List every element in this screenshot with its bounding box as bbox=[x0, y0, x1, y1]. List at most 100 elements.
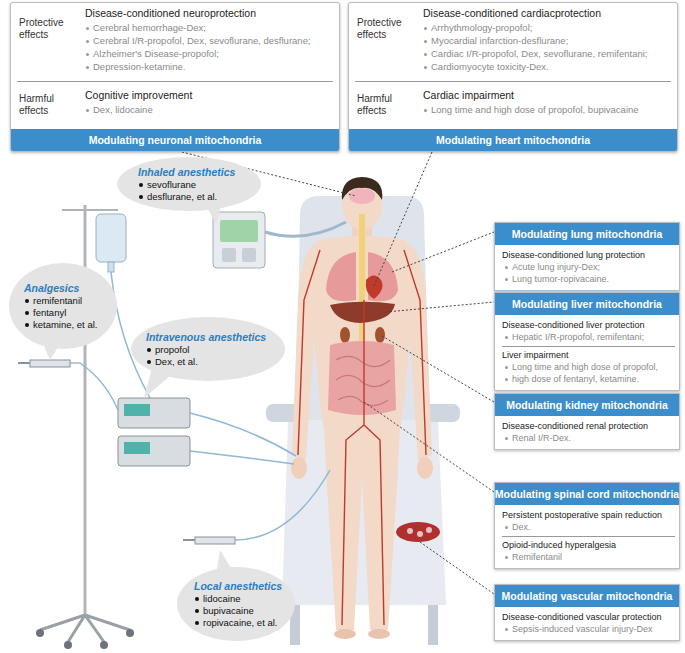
list-row: Lung tumor-ropivacaine. bbox=[502, 273, 675, 285]
section-heading: Disease-conditioned renal protection bbox=[502, 420, 675, 432]
organs-part bbox=[407, 528, 413, 534]
patient-body-part bbox=[406, 242, 432, 460]
list-item: Dex. bbox=[512, 522, 531, 532]
list-row: Sepsis-induced vascular injury-Dex bbox=[502, 623, 675, 635]
leader-lines-part bbox=[420, 542, 494, 594]
bubble-ellipse bbox=[117, 157, 261, 211]
bubble-shape bbox=[8, 262, 118, 350]
organ-panel: Disease-conditioned lung protectionAcute… bbox=[494, 222, 680, 291]
chair-part bbox=[428, 605, 438, 645]
organs-part bbox=[330, 302, 395, 323]
list-row: high dose of fentanyl, ketamine. bbox=[502, 373, 675, 385]
header-band: Modulating vascular mitochondria bbox=[495, 585, 679, 607]
list-row: Renal I/R-Dex. bbox=[502, 432, 675, 444]
leader-lines-part bbox=[382, 336, 494, 402]
list-row: Remifentanil bbox=[502, 551, 675, 563]
list-item: Acute lung injury-Dex; bbox=[512, 262, 600, 272]
section-heading: Disease-conditioned vascular protection bbox=[502, 611, 675, 623]
bullet-dot bbox=[86, 109, 89, 112]
bullet-dot bbox=[505, 378, 508, 381]
bubble-row: ketamine, et al. bbox=[24, 319, 118, 331]
bubble-ellipse bbox=[177, 567, 295, 641]
band-title: Modulating vascular mitochondria bbox=[502, 590, 673, 602]
organs-part bbox=[340, 327, 350, 343]
patient-body-part bbox=[334, 629, 356, 639]
effect-label: Harmful effects bbox=[357, 93, 417, 117]
patient-body-part bbox=[324, 428, 400, 630]
syringes-part bbox=[30, 360, 70, 367]
drug-name: bupivacaine bbox=[203, 605, 254, 616]
bubble-row: bupivacaine bbox=[194, 605, 296, 617]
iv-pole-part bbox=[100, 641, 108, 649]
organs-part bbox=[328, 341, 396, 415]
band-title: Modulating lung mitochondria bbox=[512, 228, 662, 240]
bullet-dot bbox=[139, 195, 143, 199]
drug-name: sevoflurane bbox=[147, 179, 196, 190]
anesthesia-machine bbox=[213, 212, 346, 268]
list-item: Myocardial infarction-desflurane; bbox=[431, 35, 675, 47]
organs-part bbox=[417, 531, 423, 537]
band-title: Modulating liver mitochondria bbox=[512, 298, 662, 310]
separator-line bbox=[355, 81, 671, 82]
band-title: Modulating spinal cord mitochondria bbox=[495, 488, 679, 500]
list-item: Lung tumor-ropivacaine. bbox=[512, 274, 609, 284]
section-heading: Cardiac impairment bbox=[423, 89, 673, 102]
drug-name: remifentanil bbox=[33, 295, 82, 306]
leader-lines-part bbox=[392, 232, 494, 272]
list-item: Hepatic I/R-propofol, remifentani; bbox=[512, 332, 644, 342]
organ-panel: Disease-conditioned renal protectionRena… bbox=[494, 393, 680, 450]
bubble-ellipse bbox=[9, 263, 117, 349]
infusion-pumps-part bbox=[118, 398, 190, 428]
header-band: Modulating spinal cord mitochondria bbox=[495, 483, 679, 505]
iv-pole-part bbox=[64, 641, 72, 649]
organ-panel: Persistent postoperative spain reduction… bbox=[494, 482, 680, 569]
iv-pole-part bbox=[96, 214, 126, 262]
organs-part bbox=[298, 250, 426, 625]
section-heading: Disease-conditioned liver protection bbox=[502, 319, 675, 331]
infusion-pumps bbox=[118, 398, 296, 466]
drug-bubble: Analgesicsremifentanilfentanylketamine, … bbox=[8, 262, 118, 350]
syringes-part bbox=[18, 362, 30, 364]
list-item: Long time and high dose of propofol, bup… bbox=[431, 104, 675, 116]
list-item: Depression-ketamine. bbox=[93, 61, 337, 73]
bullet-dot bbox=[139, 183, 143, 187]
iv-pole-part bbox=[126, 629, 134, 637]
leader-lines-part bbox=[386, 302, 494, 312]
section-heading: Cognitive improvement bbox=[85, 89, 335, 102]
header-band: Modulating heart mitochondria bbox=[349, 129, 677, 151]
drug-name: fentanyl bbox=[33, 307, 66, 318]
syringes-part bbox=[235, 470, 330, 540]
bullet-dot bbox=[25, 323, 29, 327]
bullet-dot bbox=[86, 27, 89, 30]
section-heading: Liver impairment bbox=[502, 346, 675, 361]
leader-lines-part bbox=[364, 402, 494, 492]
band-title: Modulating heart mitochondria bbox=[436, 134, 590, 146]
list-item: Cerebral hemorrhage-Dex; bbox=[93, 22, 337, 34]
list-row: Hepatic I/R-propofol, remifentani; bbox=[502, 331, 675, 343]
section-heading: Opioid-induced hyperalgesia bbox=[502, 536, 675, 551]
chair bbox=[266, 196, 460, 645]
section-heading: Persistent postoperative spain reduction bbox=[502, 509, 675, 521]
leader-lines-part bbox=[374, 152, 432, 286]
bubble-row: desflurane, et al. bbox=[138, 191, 262, 203]
chair-part bbox=[296, 196, 430, 430]
bubble-row: fentanyl bbox=[24, 307, 118, 319]
bullet-dot bbox=[147, 348, 151, 352]
syringes-part bbox=[70, 363, 80, 364]
bullet-dot bbox=[505, 437, 508, 440]
drug-bubble: Intravenous anestheticspropofolDex, et a… bbox=[130, 316, 286, 382]
drug-name: lidocaine bbox=[203, 593, 241, 604]
band-title: Modulating neuronal mitochondria bbox=[89, 134, 262, 146]
organs bbox=[298, 188, 440, 625]
bullet-dot bbox=[424, 66, 427, 69]
bullet-dot bbox=[25, 299, 29, 303]
infusion-pumps-part bbox=[124, 442, 150, 454]
bullet-dot bbox=[25, 311, 29, 315]
bullet-dot bbox=[424, 109, 427, 112]
bullet-dot bbox=[505, 278, 508, 281]
list-row: Acute lung injury-Dex; bbox=[502, 261, 675, 273]
list-item: high dose of fentanyl, ketamine. bbox=[512, 374, 639, 384]
syringes-part bbox=[80, 363, 118, 410]
organs-part bbox=[326, 252, 356, 301]
